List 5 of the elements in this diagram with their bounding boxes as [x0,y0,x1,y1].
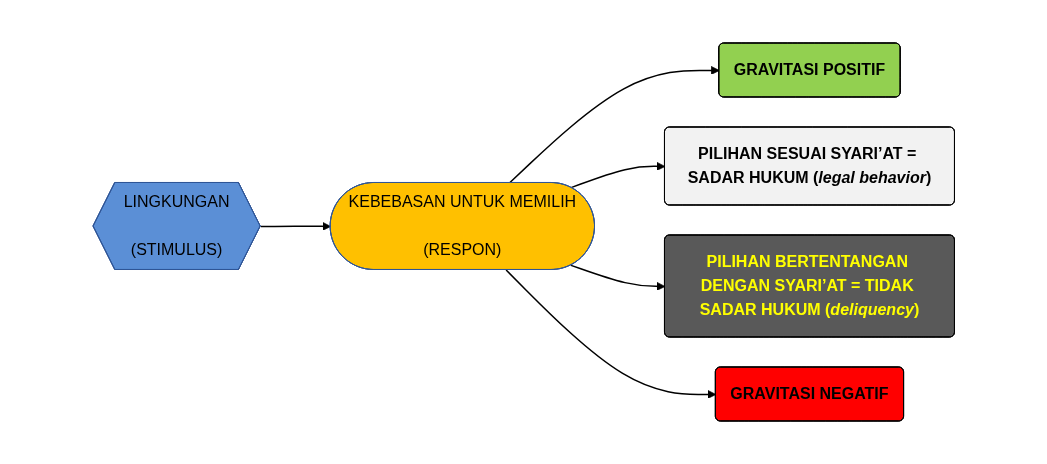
arrow [570,162,666,189]
arrow [259,222,331,231]
arrow [505,269,716,399]
arrow [508,66,720,184]
arrow [570,264,666,291]
